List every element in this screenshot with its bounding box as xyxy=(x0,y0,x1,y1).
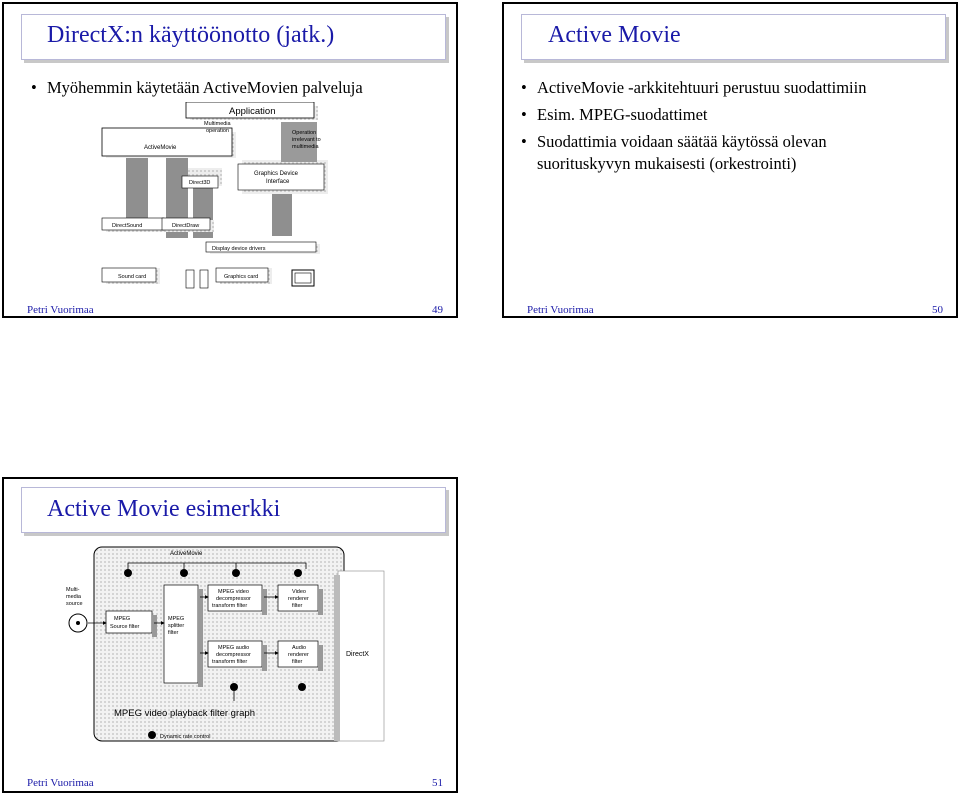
slide-title-box xyxy=(521,14,946,60)
bullet-dot-icon: • xyxy=(31,78,37,97)
irrelevant-label-3: multimedia xyxy=(292,144,320,150)
bullet-text: ActiveMovie -arkkitehtuuri perustuu suod… xyxy=(537,78,867,97)
slide-title: DirectX:n käyttöönotto (jatk.) xyxy=(47,22,335,48)
video-renderer-label-2: renderer xyxy=(288,596,309,602)
slide-title: Active Movie xyxy=(548,22,681,48)
mpeg-splitter-label-3: filter xyxy=(168,630,179,636)
control-knob-icon xyxy=(298,683,306,691)
dynamic-rate-control-label: Dynamic rate control xyxy=(160,734,210,740)
slide-title-box xyxy=(21,14,446,60)
mpeg-source-filter-label-1: MPEG xyxy=(114,616,130,622)
application-label: Application xyxy=(229,106,275,117)
audio-renderer-label-2: renderer xyxy=(288,652,309,658)
joystick-icon xyxy=(185,269,195,289)
bullet-item-continuation: suorituskyvyn mukaisesti (orkestrointi) xyxy=(537,154,796,174)
mpeg-splitter-label-2: splitter xyxy=(168,623,184,629)
mpeg-splitter-filter-box xyxy=(163,584,199,684)
slide-number: 49 xyxy=(432,304,443,316)
bullet-dot-icon: • xyxy=(521,132,527,151)
joystick-icon xyxy=(199,269,209,289)
audio-renderer-box xyxy=(277,640,319,668)
directsound-label: DirectSound xyxy=(112,223,142,229)
display-drivers-box xyxy=(205,241,317,253)
direct3d-box xyxy=(181,175,219,189)
slide-footer-author: Petri Vuorimaa xyxy=(27,777,94,789)
bullet-text: Esim. MPEG-suodattimet xyxy=(537,105,708,124)
activemovie-filter-graph-diagram: ActiveMovie DirectX Multi- media source … xyxy=(66,546,385,742)
audio-renderer-label-3: filter xyxy=(292,659,303,665)
graphics-card-label: Graphics card xyxy=(224,274,258,280)
control-knob-icon xyxy=(124,569,132,577)
slide-title-box xyxy=(21,487,446,533)
monitor-icon xyxy=(291,269,315,287)
multimedia-label: Multimedia xyxy=(204,121,232,127)
directdraw-label: DirectDraw xyxy=(172,223,199,229)
audio-decompressor-label-3: transform filter xyxy=(212,659,247,665)
bullet-item: • Myöhemmin käytetään ActiveMovien palvel… xyxy=(31,78,363,98)
slide-number: 50 xyxy=(932,304,943,316)
mpeg-source-filter-label-2: Source filter xyxy=(110,624,140,630)
slide-title: Active Movie esimerkki xyxy=(47,496,281,522)
bullet-text: Myöhemmin käytetään ActiveMovien palvelu… xyxy=(47,78,363,97)
directx-architecture-diagram: Application ActiveMovie Multimedia opera… xyxy=(101,102,328,289)
application-box xyxy=(185,102,315,119)
directx-label: DirectX xyxy=(346,651,369,658)
slide-49: DirectX:n käyttöönotto (jatk.) • Myöhemmi… xyxy=(2,2,458,318)
slide-50: Active Movie • ActiveMovie -arkkitehtuuri… xyxy=(502,2,958,318)
video-decompressor-label-2: decompressor xyxy=(216,596,251,602)
video-renderer-label-3: filter xyxy=(292,603,303,609)
bullet-text: Suodattimia voidaan säätää käytössä olev… xyxy=(537,132,827,151)
video-decompressor-box xyxy=(207,584,263,612)
slide-footer-author: Petri Vuorimaa xyxy=(527,304,594,316)
audio-decompressor-label-2: decompressor xyxy=(216,652,251,658)
control-knob-icon xyxy=(180,569,188,577)
bullet-dot-icon: • xyxy=(521,78,527,97)
video-renderer-label-1: Video xyxy=(292,589,306,595)
directx-panel xyxy=(337,570,385,742)
filter-graph-caption: MPEG video playback filter graph xyxy=(114,708,255,719)
control-knob-icon xyxy=(230,683,238,691)
irrelevant-label-1: Operation xyxy=(292,130,316,136)
audio-decompressor-label-1: MPEG audio xyxy=(218,645,249,651)
gdi-label-1: Graphics Device xyxy=(254,171,299,177)
activemovie-label: ActiveMovie xyxy=(170,551,203,557)
bullet-item: • Esim. MPEG-suodattimet xyxy=(521,105,708,125)
activemovie-box xyxy=(101,127,233,157)
sound-card-box xyxy=(101,267,157,283)
audio-renderer-label-1: Audio xyxy=(292,645,306,651)
directdraw-box xyxy=(161,217,211,231)
gdi-label-2: Interface xyxy=(266,179,290,185)
bullet-item: • Suodattimia voidaan säätää käytössä ole… xyxy=(521,132,827,152)
activemovie-label: ActiveMovie xyxy=(144,145,177,151)
irrelevant-label-2: irrelevant to xyxy=(292,137,321,143)
bullet-dot-icon: • xyxy=(521,105,527,124)
slide-51: Active Movie esimerkki ActiveMovie Direc… xyxy=(2,477,458,793)
video-decompressor-label-1: MPEG video xyxy=(218,589,249,595)
slide-footer-author: Petri Vuorimaa xyxy=(27,304,94,316)
graphics-card-box xyxy=(215,267,269,283)
control-knob-icon xyxy=(232,569,240,577)
multimedia-source-label-1: Multi- xyxy=(66,587,80,593)
multimedia-source-label-2: media xyxy=(66,594,82,600)
mpeg-splitter-label-1: MPEG xyxy=(168,616,184,622)
sound-card-label: Sound card xyxy=(118,274,146,280)
display-drivers-label: Display device drivers xyxy=(212,246,266,252)
operation-label: operation xyxy=(206,128,229,134)
control-knob-icon xyxy=(148,731,156,739)
video-decompressor-label-3: transform filter xyxy=(212,603,247,609)
slide-number: 51 xyxy=(432,777,443,789)
gdi-box xyxy=(237,163,325,191)
multimedia-source-label-3: source xyxy=(66,601,83,607)
direct3d-label: Direct3D xyxy=(189,180,210,186)
bullet-item: • ActiveMovie -arkkitehtuuri perustuu suo… xyxy=(521,78,866,98)
bullet-text: suorituskyvyn mukaisesti (orkestrointi) xyxy=(537,154,797,173)
control-knob-icon xyxy=(294,569,302,577)
